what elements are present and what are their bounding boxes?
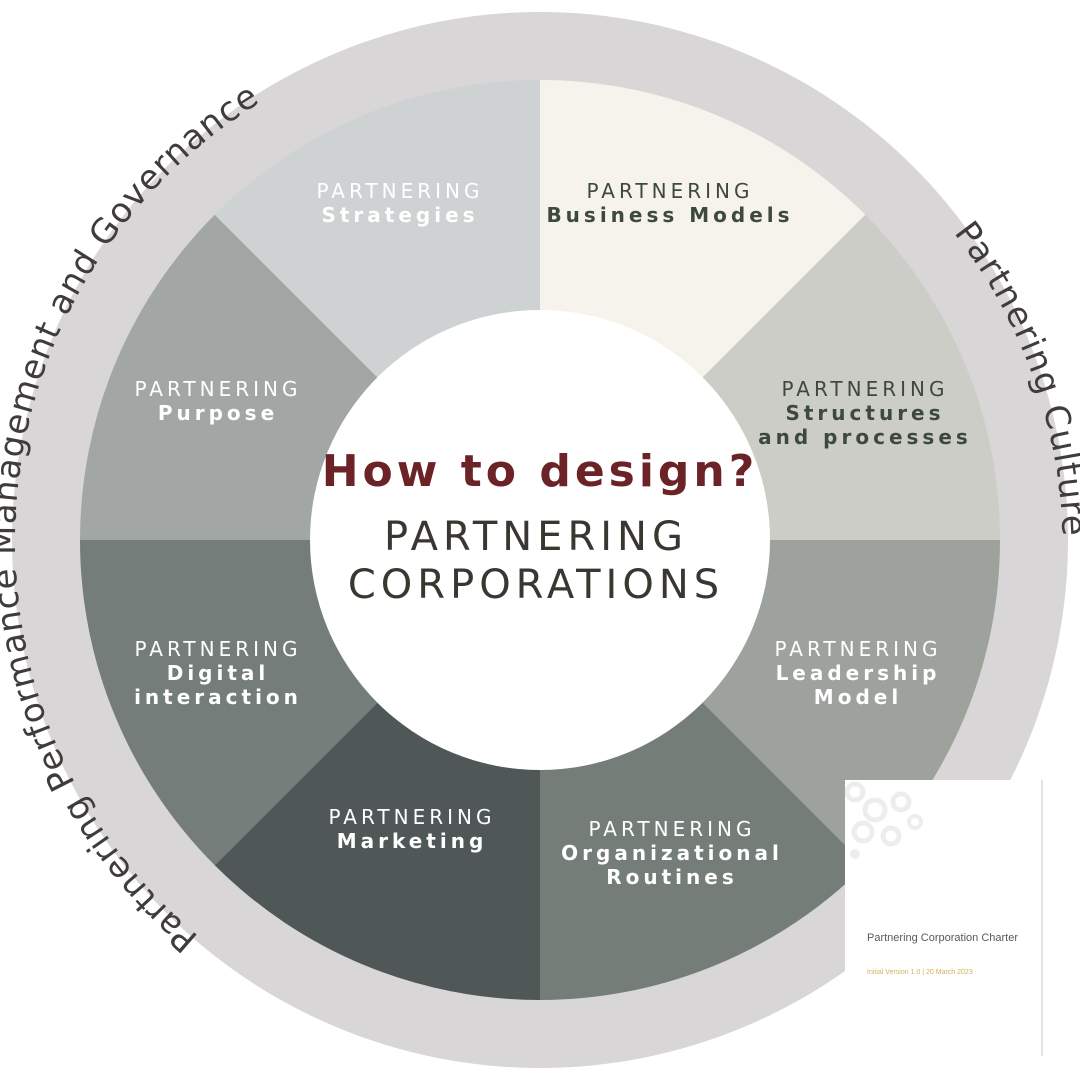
- charter-document-thumbnail: Partnering Corporation Charter Initial V…: [845, 780, 1043, 1056]
- center-question: How to design?: [322, 446, 759, 497]
- decorative-knot-icon: [845, 781, 923, 859]
- segment-line: Digital: [167, 661, 270, 685]
- document-version: Initial Version 1.0 | 20 March 2023: [867, 969, 973, 976]
- segment-prefix: PARTNERING: [782, 377, 949, 401]
- segment-line: Structures: [785, 401, 944, 425]
- segment-line: Model: [814, 685, 902, 709]
- segment-prefix: PARTNERING: [135, 637, 302, 661]
- center-title-line-2: CORPORATIONS: [348, 562, 724, 608]
- segment-prefix: PARTNERING: [317, 179, 484, 203]
- segment-prefix: PARTNERING: [587, 179, 754, 203]
- center-circle: [310, 310, 770, 770]
- segment-line: interaction: [134, 685, 302, 709]
- segment-line: Routines: [606, 865, 738, 889]
- segment-line: Leadership: [776, 661, 941, 685]
- segment-line: Organizational: [561, 841, 783, 865]
- segment-prefix: PARTNERING: [135, 377, 302, 401]
- segment-prefix: PARTNERING: [775, 637, 942, 661]
- segment-prefix: PARTNERING: [589, 817, 756, 841]
- segment-line: Purpose: [158, 401, 278, 425]
- segment-line: Strategies: [321, 203, 478, 227]
- segment-line: and processes: [758, 425, 972, 449]
- segment-line: Business Models: [546, 203, 793, 227]
- segment-line: Marketing: [337, 829, 488, 853]
- center-title-line-1: PARTNERING: [384, 514, 688, 560]
- segment-prefix: PARTNERING: [329, 805, 496, 829]
- document-title: Partnering Corporation Charter: [867, 932, 1019, 944]
